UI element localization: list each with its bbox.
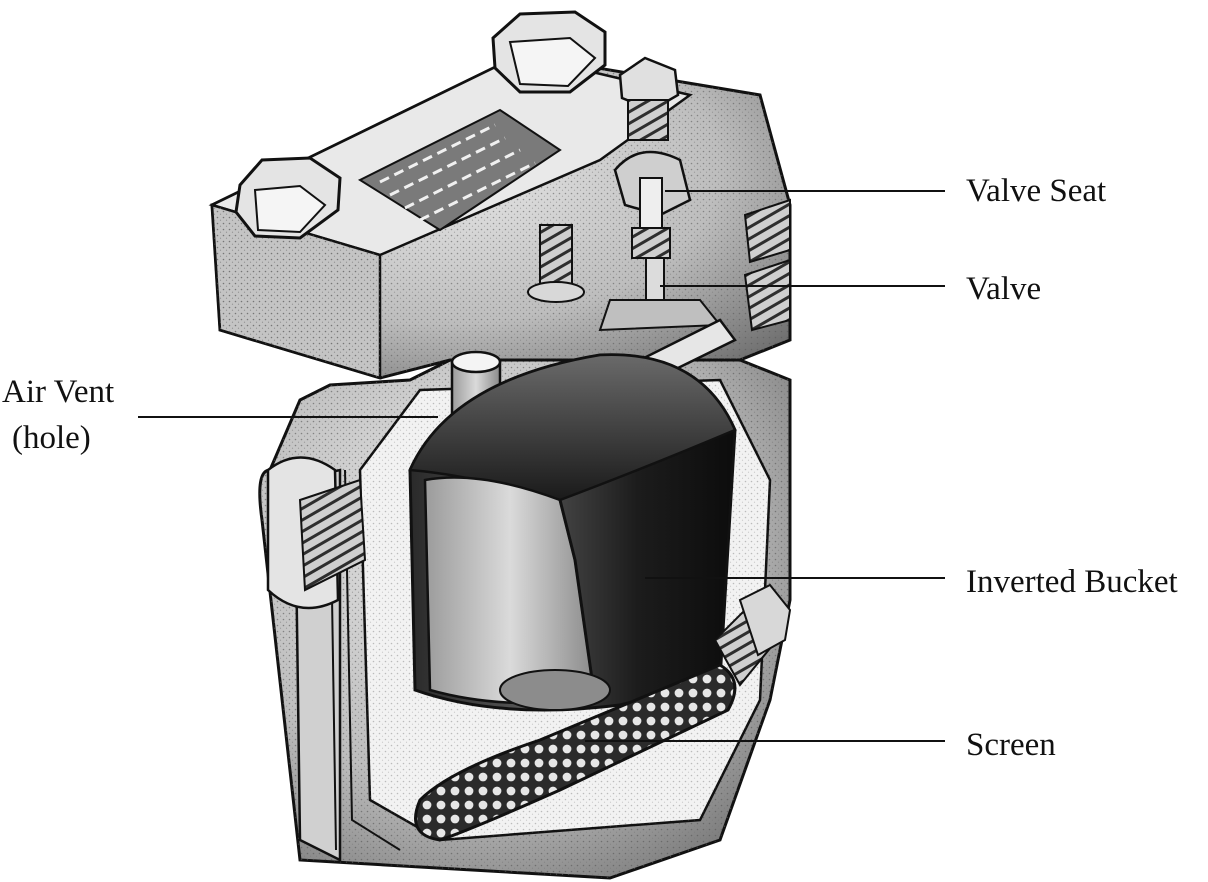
label-screen: Screen xyxy=(966,727,1056,763)
label-valve: Valve xyxy=(966,271,1042,307)
hex-bolt-icon xyxy=(234,156,342,240)
label-air-vent: Air Vent xyxy=(2,374,115,410)
label-valve-seat: Valve Seat xyxy=(966,173,1107,209)
threaded-pipe-icon xyxy=(266,456,367,610)
plug-bolt-icon xyxy=(618,56,680,141)
leader-lines xyxy=(138,190,945,742)
hex-bolt-icon xyxy=(491,10,607,94)
label-inverted-bucket: Inverted Bucket xyxy=(966,564,1178,600)
inverted-bucket xyxy=(408,353,737,712)
label-air-vent-hole: (hole) xyxy=(12,420,91,456)
threaded-pipe-icon xyxy=(713,583,792,687)
mesh-screen-icon xyxy=(414,663,737,842)
